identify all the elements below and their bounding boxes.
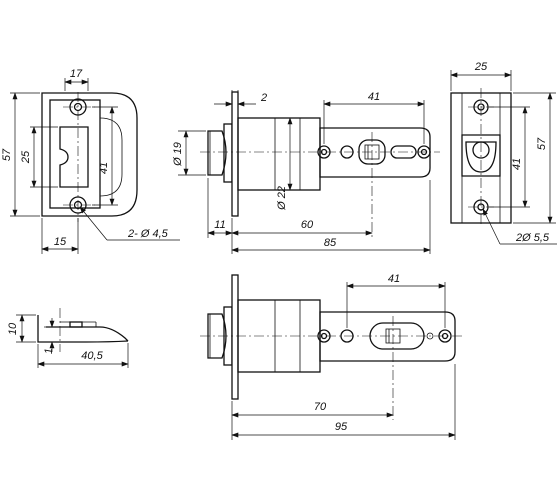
dim-strike-bottom: 15 bbox=[41, 218, 79, 254]
dim-backset-70: 70 bbox=[231, 401, 394, 440]
dim-label-10: 10 bbox=[7, 322, 19, 335]
dim-label-1: 1 bbox=[43, 348, 55, 354]
dim-strike-hole-note: 2- Ø 4,5 bbox=[79, 206, 180, 241]
dim-side-height: 10 bbox=[7, 314, 36, 343]
latch-bolt-tongue bbox=[207, 130, 227, 176]
dim-label-41-bottom: 41 bbox=[388, 273, 400, 285]
dim-label-40-5: 40,5 bbox=[81, 350, 103, 362]
latch-top-view bbox=[200, 91, 440, 240]
faceplate-view bbox=[450, 88, 512, 226]
dim-label-17: 17 bbox=[70, 68, 83, 80]
dim-label-11: 11 bbox=[214, 219, 225, 231]
dim-holes-top: 41 bbox=[323, 91, 425, 144]
dim-label-41-face: 41 bbox=[511, 158, 523, 170]
dim-side-length: 40,5 bbox=[37, 343, 129, 368]
dim-face-hole-note: 2Ø 5,5 bbox=[482, 208, 557, 245]
dim-label-57-left: 57 bbox=[1, 148, 13, 161]
dim-label-60: 60 bbox=[301, 219, 314, 231]
latch-faceplate-70 bbox=[231, 274, 239, 400]
dim-strike-inner: 25 bbox=[20, 126, 58, 188]
dim-label-95: 95 bbox=[335, 421, 348, 433]
dim-holes-bottom: 41 bbox=[346, 273, 446, 328]
dim-label-41-top: 41 bbox=[368, 91, 380, 103]
strike-plate-view bbox=[41, 92, 138, 222]
dim-bolt-projection: 11 bbox=[207, 178, 233, 238]
dim-side-thickness: 1 bbox=[43, 318, 60, 354]
dim-body-diameter: Ø 22 bbox=[276, 117, 293, 211]
dim-face-width: 25 bbox=[450, 61, 512, 91]
dim-label-2x4-5: 2- Ø 4,5 bbox=[127, 228, 169, 240]
dim-label-70: 70 bbox=[314, 401, 327, 413]
latch-bottom-view bbox=[200, 274, 465, 420]
latch-faceplate bbox=[231, 91, 239, 217]
dim-label-25-left: 25 bbox=[20, 150, 32, 164]
strike-side-view bbox=[37, 308, 129, 352]
dim-strike-width-top: 17 bbox=[64, 68, 89, 91]
dim-label-15: 15 bbox=[54, 236, 67, 248]
dim-label-2: 2 bbox=[260, 92, 267, 104]
dim-backset-60: 60 bbox=[231, 219, 373, 236]
dim-label-d19: Ø 19 bbox=[172, 142, 184, 167]
dim-face-holes: 41 bbox=[489, 106, 530, 208]
dim-label-85: 85 bbox=[324, 237, 337, 249]
dim-label-25-face: 25 bbox=[474, 61, 488, 73]
dim-label-2x5-5: 2Ø 5,5 bbox=[515, 232, 550, 244]
dim-strike-height: 57 bbox=[1, 92, 40, 217]
dim-bolt-diameter: Ø 19 bbox=[172, 130, 206, 176]
dim-faceplate-thickness: 2 bbox=[214, 90, 267, 107]
dim-label-41-strike: 41 bbox=[98, 162, 110, 174]
latch-bolt-tongue-70 bbox=[207, 313, 227, 359]
dim-length-95: 95 bbox=[231, 364, 456, 440]
dim-length-85: 85 bbox=[231, 180, 431, 254]
dim-label-57-face: 57 bbox=[536, 137, 548, 150]
dim-strike-holes: 41 bbox=[92, 106, 118, 206]
dim-label-d22: Ø 22 bbox=[276, 186, 288, 211]
dim-face-height: 57 bbox=[513, 92, 556, 224]
